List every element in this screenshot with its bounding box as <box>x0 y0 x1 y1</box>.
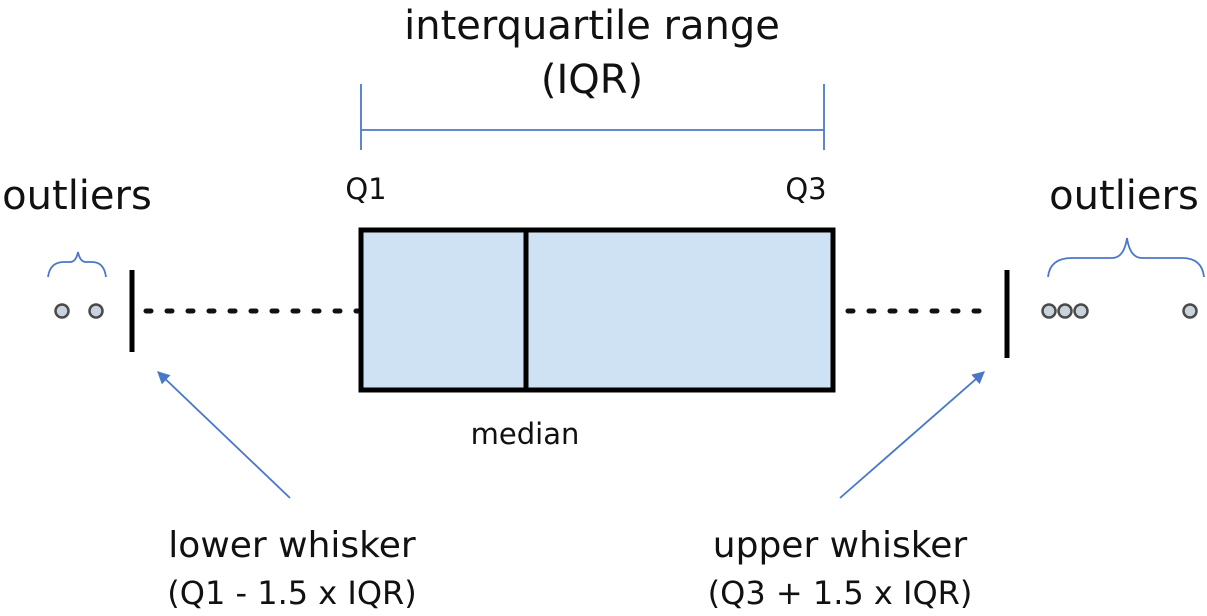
iqr-title: interquartile range <box>404 3 780 49</box>
iqr-bracket <box>360 84 825 150</box>
median-label: median <box>470 417 580 451</box>
iqr-box <box>358 227 836 393</box>
outlier-point <box>54 303 70 319</box>
q1-label: Q1 <box>345 172 387 206</box>
lower-whisker-label: lower whisker <box>168 525 416 566</box>
outlier-point <box>1182 303 1198 319</box>
left-outliers-brace <box>47 251 107 278</box>
outliers-right-label: outliers <box>1049 173 1199 219</box>
lower-whisker-formula: (Q1 - 1.5 x IQR) <box>167 574 417 612</box>
outlier-point <box>88 303 104 319</box>
iqr-abbrev: (IQR) <box>540 57 644 103</box>
right-outliers-brace <box>1047 237 1205 278</box>
q3-label: Q3 <box>785 172 827 206</box>
upper-whisker-arrow <box>839 371 985 499</box>
outlier-point <box>1057 303 1073 319</box>
lower-whisker-arrow <box>157 371 291 499</box>
outliers-left-label: outliers <box>2 173 152 219</box>
outlier-point <box>1041 303 1057 319</box>
upper-whisker-label: upper whisker <box>712 525 968 566</box>
upper-whisker-formula: (Q3 + 1.5 x IQR) <box>707 574 973 612</box>
left-outliers <box>54 303 104 319</box>
right-outliers <box>1041 303 1198 319</box>
outlier-point <box>1073 303 1089 319</box>
